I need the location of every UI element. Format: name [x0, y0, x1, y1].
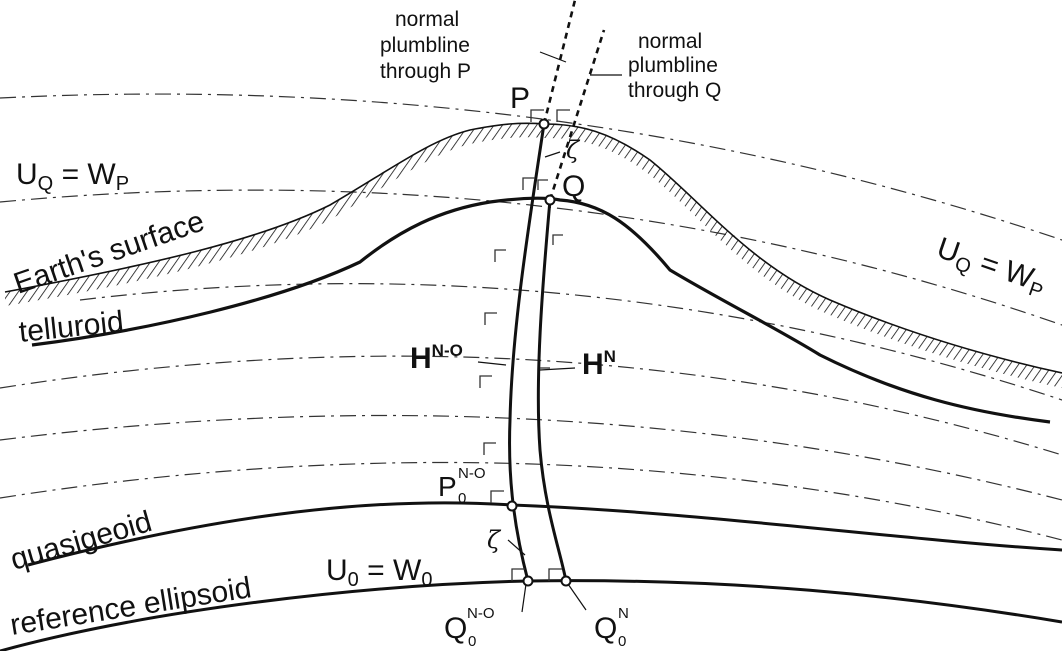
level-surface-1 [0, 93, 1062, 241]
telluroid-curve [31, 196, 1051, 424]
svg-text:0: 0 [468, 633, 476, 650]
label-uq-wp-right: UQ = WP [931, 231, 1050, 303]
svg-text:N-O: N-O [467, 605, 495, 622]
quasigeoid-curve [27, 501, 1062, 567]
svg-text:N-O: N-O [458, 465, 486, 482]
label-normal-plumbline-p: normal plumbline through P [380, 8, 476, 83]
label-reference-ellipsoid: reference ellipsoid [8, 571, 254, 642]
level-surface-2 [0, 189, 1062, 326]
level-surfaces [0, 93, 1062, 541]
point-q0-n-marker [560, 575, 572, 587]
level-surface-5 [0, 414, 1062, 501]
leader-q0-n [567, 583, 587, 611]
earth-surface-hatch [5, 123, 1062, 388]
leader-h-no [477, 361, 507, 366]
right-angle-ticks [479, 109, 570, 581]
leader-zeta-top [544, 151, 561, 158]
plumbline-q [536, 199, 568, 582]
label-uq-wp-left: UQ = WP [16, 158, 129, 195]
plumbline-extensions [542, 0, 606, 201]
plumbline-q-extension [548, 29, 606, 201]
leader-lines [477, 51, 622, 613]
label-q0-n: Q N 0 [594, 605, 629, 650]
svg-text:Q: Q [444, 612, 467, 645]
label-zeta-bottom: ζ [487, 526, 502, 554]
label-quasigeoid: quasigeoid [7, 505, 156, 577]
label-u0-w0: U0 = W0 [326, 554, 432, 591]
leader-zeta-bottom [507, 539, 526, 556]
leader-h-n [539, 367, 576, 371]
label-telluroid: telluroid [17, 305, 125, 349]
svg-text:N: N [618, 605, 629, 622]
level-surface-6 [0, 461, 1062, 541]
svg-text:0: 0 [618, 633, 626, 650]
plumbline-p [508, 123, 546, 582]
svg-text:0: 0 [458, 490, 466, 507]
svg-text:P: P [438, 471, 457, 502]
point-p0-no-marker [506, 500, 518, 512]
points [506, 118, 572, 587]
level-surface-3 [79, 283, 1062, 401]
label-zeta-top: ζ [566, 136, 581, 164]
point-p-marker [538, 118, 550, 130]
plumbline-p-extension [542, 0, 577, 125]
label-q0-no: Q N-O 0 [444, 605, 495, 650]
level-surface-4 [0, 355, 1062, 456]
label-point-p: P [510, 82, 530, 115]
label-h-no: HN-O [410, 341, 463, 375]
point-q-marker [544, 194, 556, 206]
point-q0-no-marker [522, 575, 534, 587]
leader-q0-no [521, 583, 527, 613]
leader-plumbline-p [539, 51, 567, 63]
label-point-q: Q [562, 170, 585, 203]
label-normal-plumbline-q: normal plumbline through Q [628, 30, 724, 102]
svg-text:Q: Q [594, 612, 617, 645]
label-h-n: HN [582, 347, 616, 381]
label-p0-no: P N-O 0 [438, 465, 486, 507]
